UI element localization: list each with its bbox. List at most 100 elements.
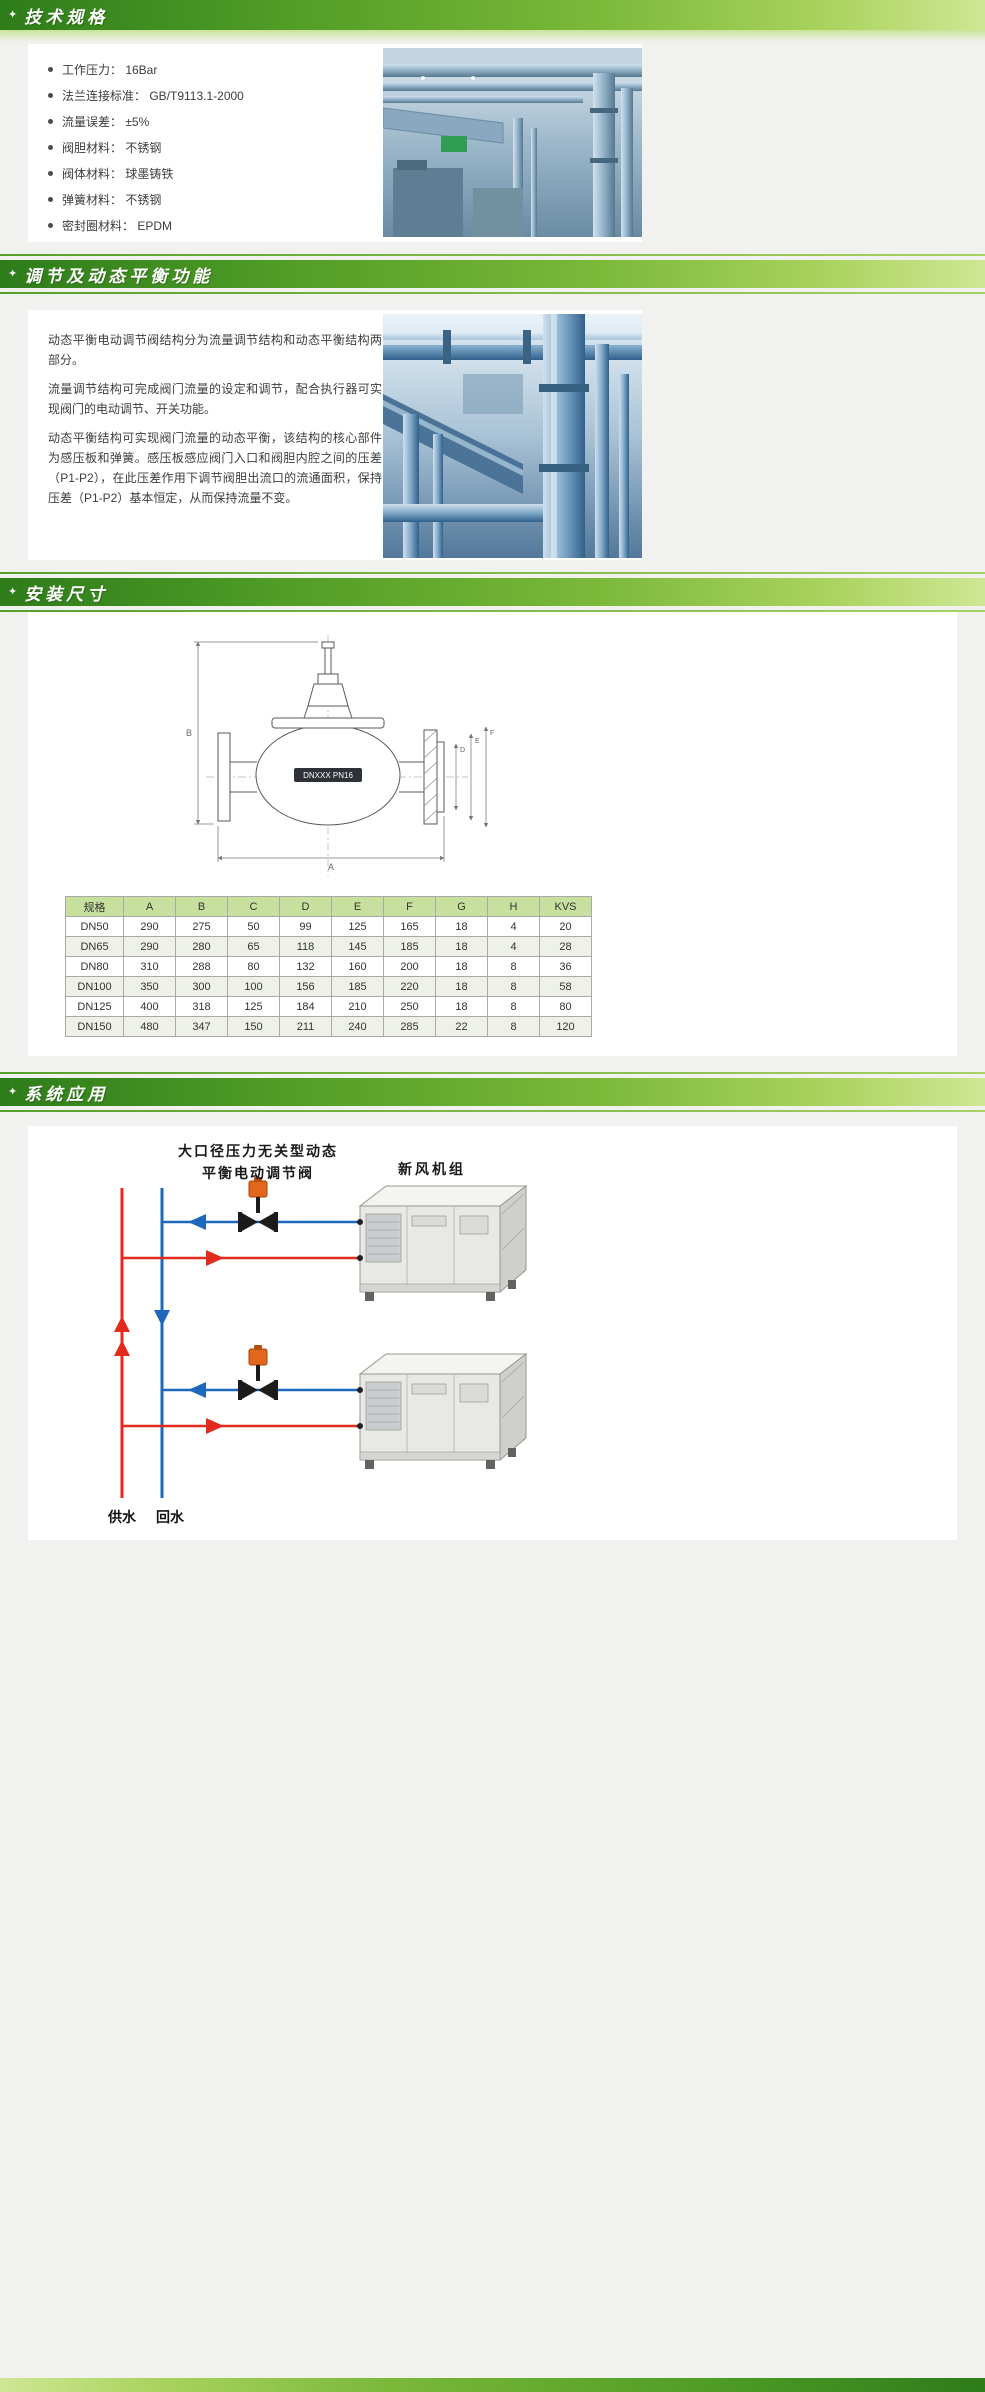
dimension-cell: 20 (539, 916, 592, 937)
dimension-cell: 220 (383, 976, 436, 997)
star-icon: ✦ (8, 1085, 18, 1098)
spec-name-cell: DN65 (65, 936, 124, 957)
dimension-cell: 58 (539, 976, 592, 997)
dimension-cell: 156 (279, 976, 332, 997)
application-section-title: 系统应用 (24, 1084, 109, 1104)
flow-arrow-left-icon (188, 1382, 206, 1398)
bullet-icon (48, 66, 53, 72)
column-header: H (487, 896, 540, 917)
dimension-cell: 8 (487, 956, 540, 977)
bullet-icon (48, 222, 53, 228)
divider-line (0, 1072, 985, 1074)
spec-name-cell: DN150 (65, 1016, 124, 1037)
air-handling-unit-1 (359, 1185, 527, 1302)
dimension-cell: 125 (227, 996, 280, 1017)
spec-item-text: 工作压力： 16Bar (62, 62, 158, 77)
application-section: 大口径压力无关型动态 平衡电动调节阀 新风机组 供水 回水 (28, 1126, 957, 1540)
dimension-cell: 80 (227, 956, 280, 977)
banner-fade-strip (0, 30, 985, 42)
dimension-cell: 36 (539, 956, 592, 977)
spec-item-text: 密封圈材料： EPDM (62, 218, 173, 233)
dimension-cell: 125 (331, 916, 384, 937)
spec-item: 流量误差： ±5% (48, 108, 244, 134)
flow-arrow-right-icon (206, 1250, 224, 1266)
bullet-icon (48, 144, 53, 150)
function-section-title: 调节及动态平衡功能 (24, 266, 214, 286)
bullet-icon (48, 92, 53, 98)
column-header: 规格 (65, 896, 124, 917)
dimension-cell: 160 (331, 956, 384, 977)
function-paragraph: 动态平衡电动调节阀结构分为流量调节结构和动态平衡结构两部分。 (48, 333, 382, 367)
column-header: E (331, 896, 384, 917)
valve-label-line2: 平衡电动调节阀 (202, 1165, 314, 1181)
dimension-cell: 132 (279, 956, 332, 977)
dimension-cell: 210 (331, 996, 384, 1017)
spec-item-text: 弹簧材料： 不锈钢 (62, 192, 162, 207)
dimension-cell: 18 (435, 996, 488, 1017)
column-header: D (279, 896, 332, 917)
column-header: C (227, 896, 280, 917)
dimension-cell: 150 (227, 1016, 280, 1037)
dimension-cell: 290 (123, 936, 176, 957)
bullet-icon (48, 170, 53, 176)
column-header: F (383, 896, 436, 917)
bullet-icon (48, 196, 53, 202)
flow-arrow-up-icon (114, 1340, 130, 1356)
valve-nameplate (294, 768, 362, 782)
divider-line (0, 572, 985, 574)
dimension-cell: 185 (383, 936, 436, 957)
dimension-cell: 4 (487, 936, 540, 957)
dimension-cell: 145 (331, 936, 384, 957)
dimension-cell: 310 (123, 956, 176, 977)
bullet-icon (48, 118, 53, 124)
section-banner-dimensions: ✦ 安装尺寸 (0, 578, 985, 606)
dimensions-section: DNXXX PN16 A B D E F (28, 612, 957, 1056)
star-icon: ✦ (8, 8, 18, 21)
valve-nameplate-text: DNXXX PN16 (303, 771, 353, 780)
dimension-cell: 211 (279, 1016, 332, 1037)
section-banner-application-wrap: ✦ 系统应用 (0, 1072, 985, 1112)
spec-item: 法兰连接标准： GB/T9113.1-2000 (48, 82, 244, 108)
industrial-piping-photo-2 (383, 314, 642, 558)
divider-line (0, 1110, 985, 1112)
specs-section: 工作压力： 16Bar 法兰连接标准： GB/T9113.1-2000 流量误差… (28, 44, 642, 242)
spec-name-cell: DN100 (65, 976, 124, 997)
spec-item-text: 阀胆材料： 不锈钢 (62, 140, 162, 155)
flow-arrow-left-icon (188, 1214, 206, 1230)
flow-arrow-down-icon (154, 1310, 170, 1326)
pipe-connection-dot (357, 1219, 363, 1225)
dimension-cell: 80 (539, 996, 592, 1017)
dim-label-e: E (475, 738, 480, 745)
dimension-cell: 18 (435, 916, 488, 937)
dimension-cell: 318 (175, 996, 228, 1017)
dimension-cell: 350 (123, 976, 176, 997)
air-handling-unit-2 (359, 1353, 527, 1470)
function-paragraph: 动态平衡结构可实现阀门流量的动态平衡，该结构的核心部件为感压板和弹簧。感压板感应… (48, 431, 382, 505)
dimension-cell: 50 (227, 916, 280, 937)
dimension-cell: 100 (227, 976, 280, 997)
dim-label-a: A (328, 862, 334, 872)
divider-line (0, 610, 985, 612)
bottom-accent-bar (0, 2378, 985, 2392)
balancing-valve-symbol-2 (237, 1344, 279, 1401)
industrial-piping-photo-1 (383, 48, 642, 237)
section-banner-application: ✦ 系统应用 (0, 1078, 985, 1106)
dimension-cell: 200 (383, 956, 436, 977)
column-header: G (435, 896, 488, 917)
dim-label-d: D (460, 747, 465, 754)
dimension-cell: 165 (383, 916, 436, 937)
section-banner-specs: ✦ 技术规格 (0, 0, 985, 30)
spec-name-cell: DN50 (65, 916, 124, 937)
divider-line (0, 254, 985, 256)
dimension-cell: 28 (539, 936, 592, 957)
balancing-valve-symbol-1 (237, 1176, 279, 1233)
dimension-cell: 185 (331, 976, 384, 997)
column-header: B (175, 896, 228, 917)
spec-item-text: 流量误差： ±5% (62, 114, 150, 129)
pipe-connection-dot (357, 1387, 363, 1393)
supply-label: 供水 (107, 1509, 137, 1525)
